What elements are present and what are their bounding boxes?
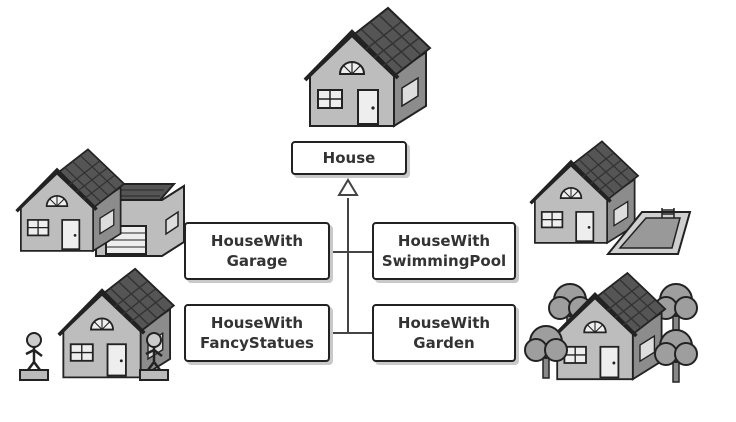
class-name-line1: HouseWith [397, 314, 491, 332]
class-name-line2: Garage [226, 252, 288, 270]
class-box-house-with-garage: HouseWith Garage [184, 222, 330, 280]
house-icon [303, 6, 432, 128]
class-name-line1: HouseWith [210, 232, 304, 250]
class-name-line1: HouseWith [397, 232, 491, 250]
house-with-garage-icon [14, 147, 185, 257]
class-name-line1: HouseWith [210, 314, 304, 332]
class-name-line2: SwimmingPool [381, 252, 507, 270]
inheritance-lines [331, 178, 372, 334]
class-box-house-with-fancy-statues: HouseWith FancyStatues [184, 304, 330, 362]
class-box-house-with-swimming-pool: HouseWith SwimmingPool [372, 222, 516, 280]
class-name-line2: Garden [413, 334, 475, 352]
class-name-line2: FancyStatues [200, 334, 314, 352]
class-box-house: House [291, 141, 407, 175]
house-with-garden-icon [524, 271, 698, 383]
class-box-house-with-garden: HouseWith Garden [372, 304, 516, 362]
house-with-swimming-pool-icon [528, 139, 692, 255]
class-name-house: House [322, 149, 376, 167]
